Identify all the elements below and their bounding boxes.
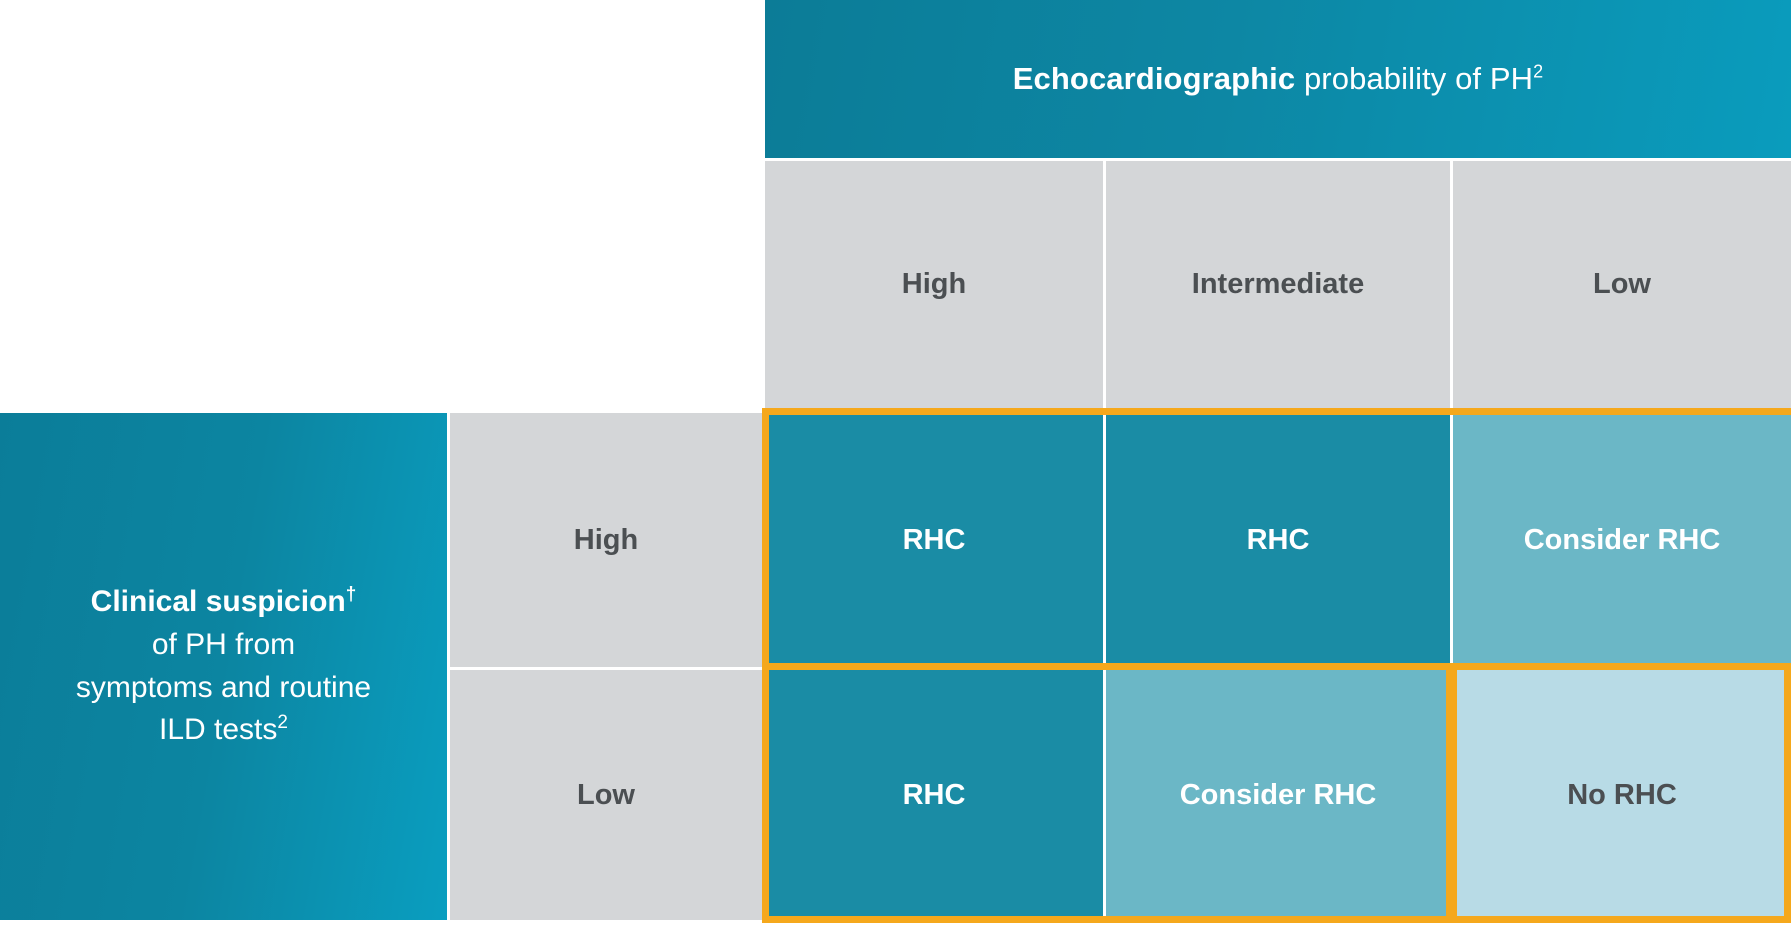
row-header-high: High [450, 413, 762, 667]
column-header-high: High [765, 160, 1103, 408]
column-header-intermediate-label: Intermediate [1191, 267, 1365, 300]
matrix-cell-label: RHC [1246, 523, 1310, 556]
column-header-intermediate: Intermediate [1106, 160, 1450, 408]
matrix-cell-high-low: Consider RHC [1453, 413, 1791, 667]
matrix-cell-label: Consider RHC [1523, 523, 1721, 556]
header-superscript: 2 [1533, 61, 1544, 82]
matrix-cell-label: RHC [902, 778, 966, 811]
row-axis-title-text: Clinical suspicion [90, 585, 346, 619]
row-axis-line-3: symptoms and routine [75, 670, 372, 704]
row-axis-title-superscript: † [345, 584, 357, 606]
header-rest-text: probability of PH [1295, 61, 1534, 96]
column-axis-header: Echocardiographic probability of PH2 [765, 0, 1791, 158]
row-header-high-label: High [573, 523, 639, 556]
matrix-cell-label: Consider RHC [1179, 778, 1377, 811]
row-axis-header: Clinical suspicion† of PH from symptoms … [0, 413, 447, 920]
matrix-cell-low-intermediate: Consider RHC [1106, 670, 1450, 920]
column-header-low: Low [1453, 160, 1791, 408]
matrix-cell-label: No RHC [1567, 778, 1677, 811]
matrix-cell-high-high: RHC [765, 413, 1103, 667]
grid-separator-horizontal [765, 408, 1791, 411]
matrix-cell-high-intermediate: RHC [1106, 413, 1450, 667]
row-axis-line-4-superscript: 2 [277, 712, 288, 734]
matrix-cell-low-low: No RHC [1453, 670, 1791, 920]
row-header-low: Low [450, 670, 762, 920]
column-header-low-label: Low [1593, 267, 1651, 300]
row-axis-line-4: ILD tests2 [159, 709, 288, 752]
row-axis-line-2: of PH from [151, 627, 296, 661]
matrix-cell-low-high: RHC [765, 670, 1103, 920]
row-axis-title: Clinical suspicion† [91, 581, 357, 624]
row-axis-line-4-text: ILD tests [159, 713, 278, 747]
row-header-low-label: Low [577, 778, 635, 811]
matrix-cell-label: RHC [902, 523, 966, 556]
header-bold-word: Echocardiographic [1012, 61, 1296, 96]
column-header-high-label: High [901, 267, 967, 300]
column-axis-header-label: Echocardiographic probability of PH2 [1013, 61, 1543, 97]
